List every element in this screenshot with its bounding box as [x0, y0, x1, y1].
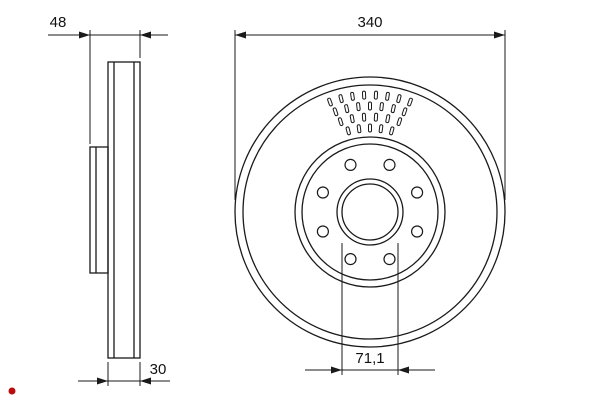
dimension-label-center-bore: 71,1	[355, 350, 384, 367]
vent-slot	[373, 90, 379, 100]
vent-slot	[390, 104, 396, 114]
vent-slot	[337, 117, 344, 127]
arrowhead-right-icon	[494, 31, 505, 39]
arrowhead-left-icon	[140, 31, 151, 39]
vent-slot	[396, 94, 402, 104]
bolt-hole	[383, 253, 396, 266]
vent-slot	[407, 97, 413, 107]
front-view	[234, 76, 506, 348]
bolt-hole	[411, 186, 424, 199]
vent-slot	[356, 102, 361, 112]
vent-slot	[378, 124, 384, 134]
bolt-holes	[316, 158, 424, 266]
vent-slot	[332, 107, 339, 117]
vent-slot	[368, 123, 372, 133]
disc-profile-outline	[107, 61, 141, 359]
dimension-disc-thickness: 30	[78, 361, 170, 386]
outer-diameter-circle	[234, 76, 506, 348]
vent-slot	[349, 114, 355, 124]
vent-slot	[356, 124, 362, 134]
bolt-hole	[344, 158, 357, 171]
bolt-hole	[344, 253, 357, 266]
arrowhead-right-icon	[79, 31, 90, 39]
vent-slot	[385, 114, 391, 124]
bolt-hole	[316, 186, 329, 199]
vent-slot	[344, 104, 350, 114]
bore-chamfer-circle	[336, 178, 404, 246]
vent-slot	[396, 117, 403, 127]
side-view	[89, 61, 141, 359]
vent-slot	[385, 91, 390, 101]
arrowhead-right-icon	[97, 377, 108, 385]
dimension-center-bore: 71,1	[305, 243, 435, 375]
outer-edge-inner-circle	[242, 84, 498, 340]
brand-dot-icon	[8, 387, 16, 395]
bolt-hole	[411, 225, 424, 238]
arrowhead-right-icon	[331, 366, 342, 374]
hat-outer-circle	[294, 136, 446, 288]
bolt-hole	[383, 158, 396, 171]
vent-slot	[379, 102, 384, 112]
vent-slot-pattern	[327, 90, 413, 136]
hat-step-circle	[301, 143, 439, 281]
vent-slot	[345, 126, 351, 136]
bolt-hole	[316, 225, 329, 238]
vent-slot	[373, 112, 379, 122]
vent-slot	[350, 91, 355, 101]
vent-slot	[338, 94, 344, 104]
hub-profile-outline	[89, 146, 109, 274]
vent-slot	[361, 112, 367, 122]
vent-slot	[368, 101, 372, 111]
dimension-outer-diameter: 340	[234, 14, 506, 200]
vent-slot	[327, 97, 333, 107]
center-bore-circle	[341, 183, 399, 241]
dimension-total-width: 48	[48, 14, 168, 144]
dimension-label-outer-diameter: 340	[357, 14, 382, 31]
vent-slot	[389, 126, 395, 136]
arrowhead-left-icon	[140, 377, 151, 385]
dimension-label-disc-thickness: 30	[150, 361, 167, 378]
vent-slot	[361, 90, 367, 100]
dimension-label-total-width: 48	[50, 14, 67, 31]
vent-slot	[401, 107, 408, 117]
arrowhead-left-icon	[398, 366, 409, 374]
arrowhead-left-icon	[235, 31, 246, 39]
